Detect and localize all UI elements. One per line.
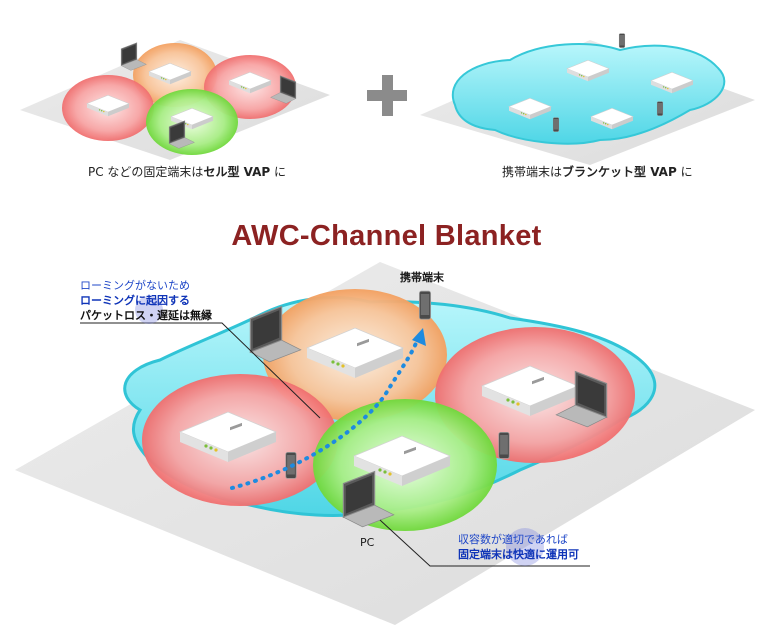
main-diagram	[15, 262, 755, 625]
blanket-vap-diagram	[420, 33, 755, 165]
phone-icon	[618, 33, 626, 48]
phone-icon	[552, 117, 560, 132]
note-line: 収容数が適切であれば	[458, 533, 568, 546]
highlight-bubble	[506, 528, 544, 566]
caption-text: 携帯端末は	[502, 165, 563, 179]
caption-emphasis: セル型 VAP	[203, 165, 271, 179]
caption-emphasis: ブランケット型 VAP	[562, 165, 677, 179]
caption-text: PC などの固定端末は	[88, 165, 204, 179]
arrow-head-icon	[412, 328, 426, 346]
leader-line-right	[379, 519, 590, 567]
cell-vap-diagram	[20, 40, 330, 160]
cell-vap-caption: PC などの固定端末はセル型 VAP に	[88, 163, 286, 180]
caption-text: に	[676, 165, 693, 179]
capacity-note: 収容数が適切であれば 固定端末は快適に運用可	[458, 532, 579, 562]
note-line: ローミングに起因する	[80, 294, 190, 307]
mobile-terminal-label: 携帯端末	[400, 271, 444, 284]
blanket-vap-caption: 携帯端末はブランケット型 VAP に	[502, 163, 693, 180]
pc-label: PC	[360, 536, 375, 549]
note-line: ローミングがないため	[80, 279, 190, 292]
note-line: 固定端末は快適に運用可	[458, 548, 579, 561]
leader-line-left	[80, 322, 321, 419]
phone-icon	[498, 431, 510, 460]
blanket-area	[452, 43, 726, 145]
roaming-note: ローミングがないため ローミングに起因する パケットロス・遅延は無縁	[80, 278, 212, 323]
phone-icon	[418, 290, 432, 320]
plus-icon	[367, 75, 407, 116]
roaming-path-arrow	[230, 336, 420, 490]
highlight-bubble	[135, 296, 163, 324]
note-line: パケットロス・遅延は無縁	[80, 309, 212, 322]
caption-text: に	[270, 165, 286, 179]
phone-icon	[656, 101, 664, 116]
page-title: AWC-Channel Blanket	[231, 220, 542, 252]
